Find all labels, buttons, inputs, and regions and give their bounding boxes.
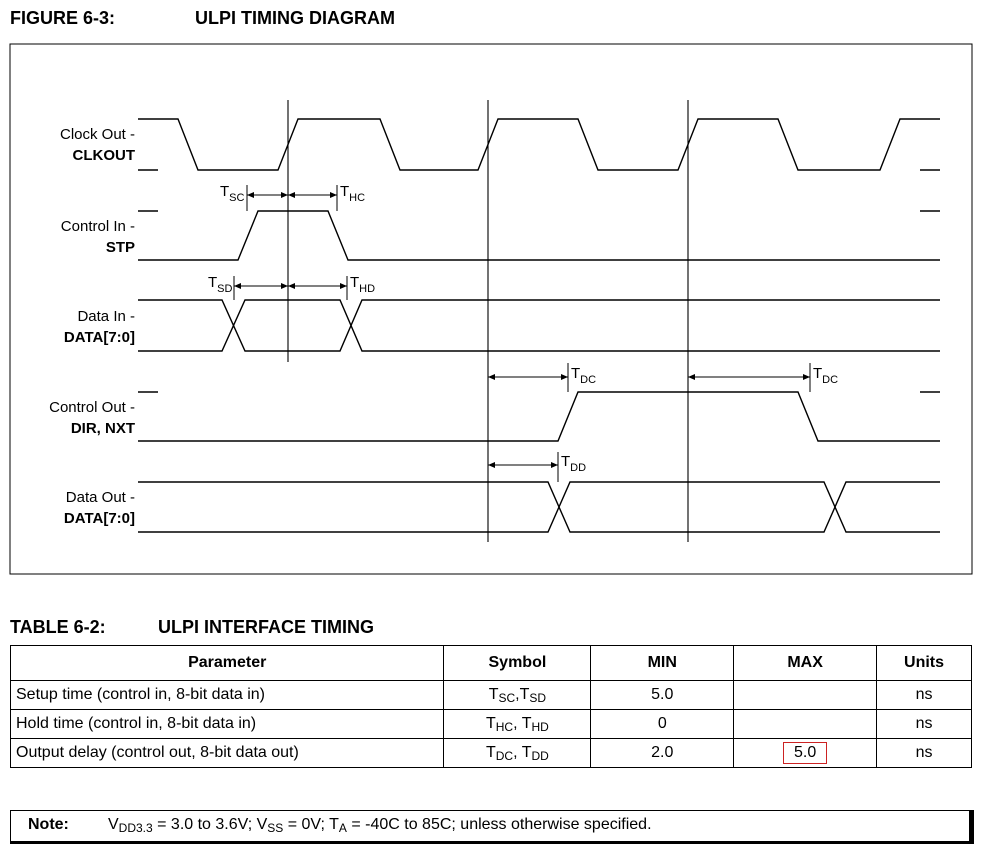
signal-id-dir-nxt: DIR, NXT (71, 420, 135, 437)
timing-table: Parameter Symbol MIN MAX Units Setup tim… (9, 645, 972, 768)
signal-id-clkout: CLKOUT (73, 147, 136, 164)
header-max: MAX (733, 645, 878, 681)
cell-symbol: THC, THD (443, 709, 592, 739)
note-label: Note: (28, 816, 69, 833)
diagram-frame (9, 43, 973, 575)
cell-parameter: Output delay (control out, 8-bit data ou… (9, 738, 445, 768)
cell-max (733, 709, 878, 739)
cell-parameter: Setup time (control in, 8-bit data in) (9, 680, 445, 710)
signal-name-data-out: Data Out - (66, 489, 135, 506)
cell-min: 2.0 (590, 738, 735, 768)
figure-title: ULPI TIMING DIAGRAM (195, 8, 395, 28)
arrow-heads (234, 192, 810, 468)
table-row: Setup time (control in, 8-bit data in) T… (9, 680, 972, 710)
label-thc: THC (340, 183, 365, 204)
table-number: TABLE 6-2: (10, 617, 106, 637)
table-row: Hold time (control in, 8-bit data in) TH… (9, 709, 972, 739)
label-thd: THD (350, 274, 375, 295)
cell-symbol: TDC, TDD (443, 738, 592, 768)
waveforms (138, 118, 940, 533)
clkout-waveform (138, 118, 940, 171)
header-min: MIN (590, 645, 735, 681)
label-tsc: TSC (220, 183, 245, 204)
data-in-bottom (138, 299, 940, 352)
cell-max: 5.0 (733, 738, 878, 768)
signal-name-clock-out: Clock Out - (60, 126, 135, 143)
table-title: ULPI INTERFACE TIMING (158, 617, 374, 637)
header-parameter: Parameter (9, 645, 445, 681)
cell-symbol: TSC,TSD (443, 680, 592, 710)
signal-id-stp: STP (106, 239, 135, 256)
cell-units: ns (876, 738, 972, 768)
table-header-row: Parameter Symbol MIN MAX Units (9, 645, 972, 681)
cell-units: ns (876, 709, 972, 739)
signal-name-control-out: Control Out - (49, 399, 135, 416)
dir-nxt-waveform (138, 391, 940, 442)
label-tdc-1: TDC (571, 365, 596, 386)
label-tdc-2: TDC (813, 365, 838, 386)
reference-lines (287, 100, 689, 542)
cell-min: 5.0 (590, 680, 735, 710)
note-box: Note: VDD3.3 = 3.0 to 3.6V; VSS = 0V; TA… (10, 810, 974, 844)
signal-name-control-in: Control In - (61, 218, 135, 235)
label-tdd: TDD (561, 453, 586, 474)
cell-units: ns (876, 680, 972, 710)
cell-max (733, 680, 878, 710)
timing-markers (233, 185, 811, 482)
data-in-top (138, 299, 940, 352)
cell-parameter: Hold time (control in, 8-bit data in) (9, 709, 445, 739)
header-symbol: Symbol (443, 645, 592, 681)
header-units: Units (876, 645, 972, 681)
timing-diagram: Clock Out - CLKOUT Control In - STP Data… (9, 43, 973, 575)
highlighted-max-value: 5.0 (782, 742, 828, 764)
stp-waveform (138, 210, 940, 261)
signal-id-data-out: DATA[7:0] (64, 510, 135, 527)
label-tsd: TSD (208, 274, 233, 295)
data-out-bottom (138, 481, 940, 533)
cell-min: 0 (590, 709, 735, 739)
table-row: Output delay (control out, 8-bit data ou… (9, 738, 972, 768)
figure-caption: FIGURE 6-3: ULPI TIMING DIAGRAM (10, 8, 510, 32)
note-text: VDD3.3 = 3.0 to 3.6V; VSS = 0V; TA = -40… (108, 816, 652, 835)
signal-name-data-in: Data In - (77, 308, 135, 325)
table-caption: TABLE 6-2: ULPI INTERFACE TIMING (10, 617, 510, 641)
signal-id-data-in: DATA[7:0] (64, 329, 135, 346)
data-out-top (138, 481, 940, 533)
figure-number: FIGURE 6-3: (10, 8, 116, 28)
